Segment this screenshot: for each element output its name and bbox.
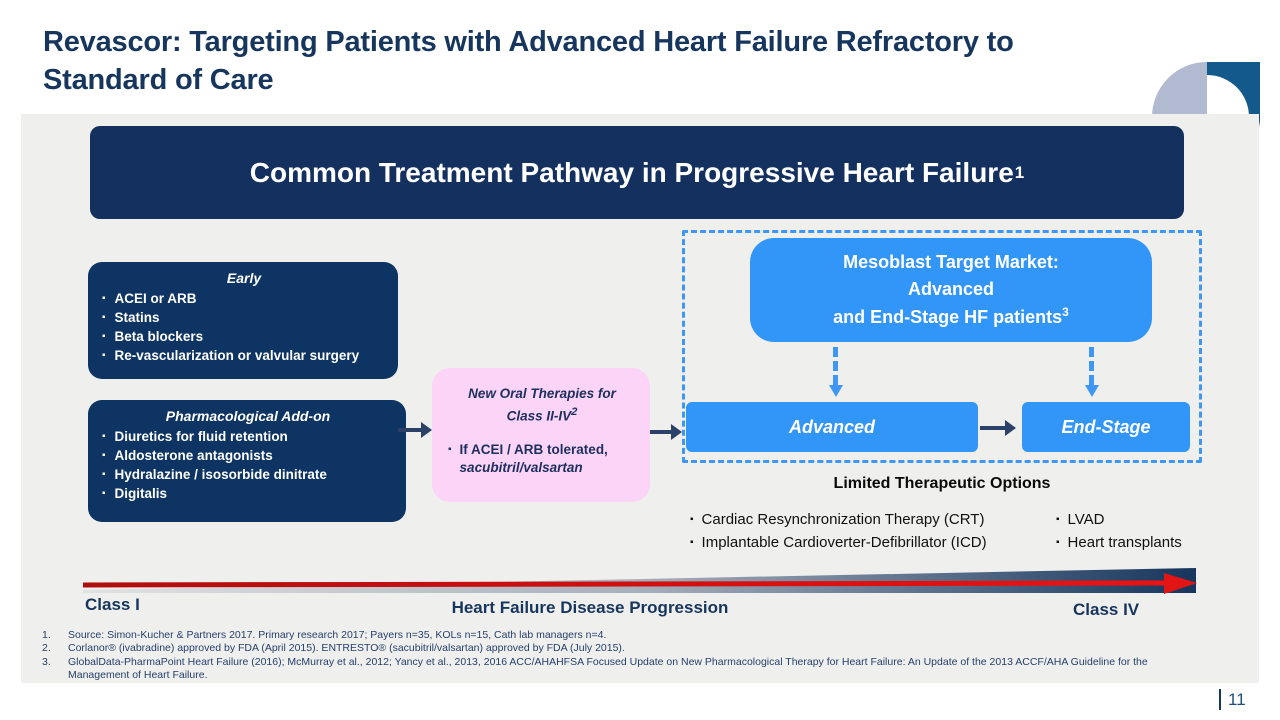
pathway-banner-title: Common Treatment Pathway in Progressive …: [249, 156, 1014, 188]
pathway-banner: Common Treatment Pathway in Progressive …: [90, 126, 1184, 219]
oral-box-title: New Oral Therapies for Class II-IV2: [444, 385, 640, 426]
footnote-text: Source: Simon-Kucher & Partners 2017. Pr…: [68, 629, 607, 641]
target-market-line3: and End-Stage HF patients3: [833, 303, 1069, 331]
footnote-number: 3.: [42, 655, 51, 668]
dashed-down-arrow: [829, 347, 843, 397]
options-column-right: LVAD Heart transplants: [1056, 508, 1216, 554]
oral-item-line1: If ACEI / ARB tolerated,: [459, 441, 608, 457]
banner-footnote-ref: 1: [1014, 162, 1025, 182]
early-treatment-box: Early ACEI or ARB Statins Beta blockers …: [88, 262, 398, 379]
addon-item: Aldosterone antagonists: [114, 448, 273, 463]
oral-item: If ACEI / ARB tolerated, sacubitril/vals…: [460, 441, 608, 477]
flow-arrowhead-icon: [671, 424, 682, 440]
oral-item-line2: sacubitril/valsartan: [459, 459, 583, 475]
option-item: LVAD: [1067, 511, 1105, 528]
pharmacological-addon-box: Pharmacological Add-on Diuretics for flu…: [88, 400, 406, 522]
footnotes: 1. Source: Simon-Kucher & Partners 2017.…: [42, 629, 1188, 683]
option-item: Cardiac Resynchronization Therapy (CRT): [701, 511, 985, 528]
footnote: 1. Source: Simon-Kucher & Partners 2017.…: [42, 629, 1188, 642]
list-item: Heart transplants: [1056, 531, 1216, 554]
logo-quadrant-top-left: [1152, 62, 1207, 117]
wedge-shape: [83, 568, 1196, 593]
addon-item: Digitalis: [114, 486, 168, 501]
addon-item: Diuretics for fluid retention: [114, 429, 288, 444]
list-item: If ACEI / ARB tolerated, sacubitril/vals…: [444, 441, 640, 477]
list-item: Re-vascularization or valvular surgery: [100, 346, 388, 365]
target-market-footnote-ref: 3: [1062, 305, 1069, 319]
list-item: Hydralazine / isosorbide dinitrate: [100, 465, 396, 484]
page-number: 11: [1228, 690, 1246, 709]
list-item: Cardiac Resynchronization Therapy (CRT): [690, 508, 1062, 531]
option-item: Implantable Cardioverter-Defibrillator (…: [701, 534, 987, 551]
addon-item: Hydralazine / isosorbide dinitrate: [114, 467, 327, 482]
target-market-line2: Advanced: [907, 279, 995, 299]
down-arrowhead-icon: [829, 385, 843, 397]
advanced-stage-label: Advanced: [788, 416, 876, 437]
progression-label: Heart Failure Disease Progression: [451, 598, 729, 617]
flow-arrow: [980, 426, 1006, 430]
list-item: LVAD: [1056, 508, 1216, 531]
options-column-left: Cardiac Resynchronization Therapy (CRT) …: [690, 508, 1062, 554]
flow-arrow: [398, 428, 422, 432]
early-item: Beta blockers: [114, 329, 204, 344]
list-item: Aldosterone antagonists: [100, 446, 396, 465]
footnote-text: Corlanor® (ivabradine) approved by FDA (…: [68, 642, 625, 655]
oral-title-line1: New Oral Therapies for: [468, 386, 616, 401]
progression-wedge: [82, 568, 1197, 594]
red-arrowhead-icon: [1164, 573, 1197, 594]
class-i-label: Class I: [85, 595, 140, 614]
target-market-region: [682, 230, 1202, 463]
list-item: Beta blockers: [100, 327, 388, 346]
footnote-number: 1.: [42, 629, 51, 641]
list-item: Diuretics for fluid retention: [100, 427, 396, 446]
target-market-line3-text: and End-Stage HF patients: [833, 307, 1063, 327]
target-market-line1: Mesoblast Target Market:: [843, 252, 1059, 272]
list-item: Statins: [100, 308, 388, 327]
limited-options-heading: Limited Therapeutic Options: [833, 475, 1051, 492]
advanced-stage-box: Advanced: [686, 402, 978, 452]
list-item: ACEI or ARB: [100, 289, 388, 308]
early-item: ACEI or ARB: [114, 291, 197, 306]
list-item: Digitalis: [100, 484, 396, 503]
addon-box-title: Pharmacological Add-on: [165, 408, 331, 424]
page-title: Revascor: Targeting Patients with Advanc…: [43, 26, 1014, 96]
oral-title-line2: Class II-IV: [506, 408, 572, 424]
early-item: Statins: [114, 310, 160, 325]
mesoblast-target-market-box: Mesoblast Target Market: Advanced and En…: [750, 238, 1152, 342]
list-item: Implantable Cardioverter-Defibrillator (…: [690, 531, 1062, 554]
end-stage-label: End-Stage: [1061, 416, 1151, 437]
flow-arrow: [650, 430, 672, 434]
red-arrow-line: [82, 580, 1169, 588]
down-arrowhead-icon: [1085, 385, 1099, 397]
flow-arrowhead-icon: [421, 422, 432, 438]
footnote: 3. GlobalData-PharmaPoint Heart Failure …: [42, 656, 1188, 683]
dashed-down-arrow: [1085, 347, 1099, 397]
footnote-number: 2.: [42, 642, 51, 655]
footnote: 2. Corlanor® (ivabradine) approved by FD…: [42, 642, 1188, 655]
footnote-text: GlobalData-PharmaPoint Heart Failure (20…: [68, 655, 1148, 682]
oral-footnote-ref: 2: [571, 406, 578, 418]
early-box-title: Early: [226, 270, 262, 286]
early-item: Re-vascularization or valvular surgery: [114, 348, 360, 363]
option-item: Heart transplants: [1067, 534, 1182, 551]
page-number-divider: [1219, 689, 1221, 710]
new-oral-therapies-box: New Oral Therapies for Class II-IV2 If A…: [432, 368, 650, 502]
class-iv-label: Class IV: [1073, 600, 1140, 619]
end-stage-box: End-Stage: [1022, 402, 1190, 452]
flow-arrowhead-icon: [1005, 420, 1016, 436]
